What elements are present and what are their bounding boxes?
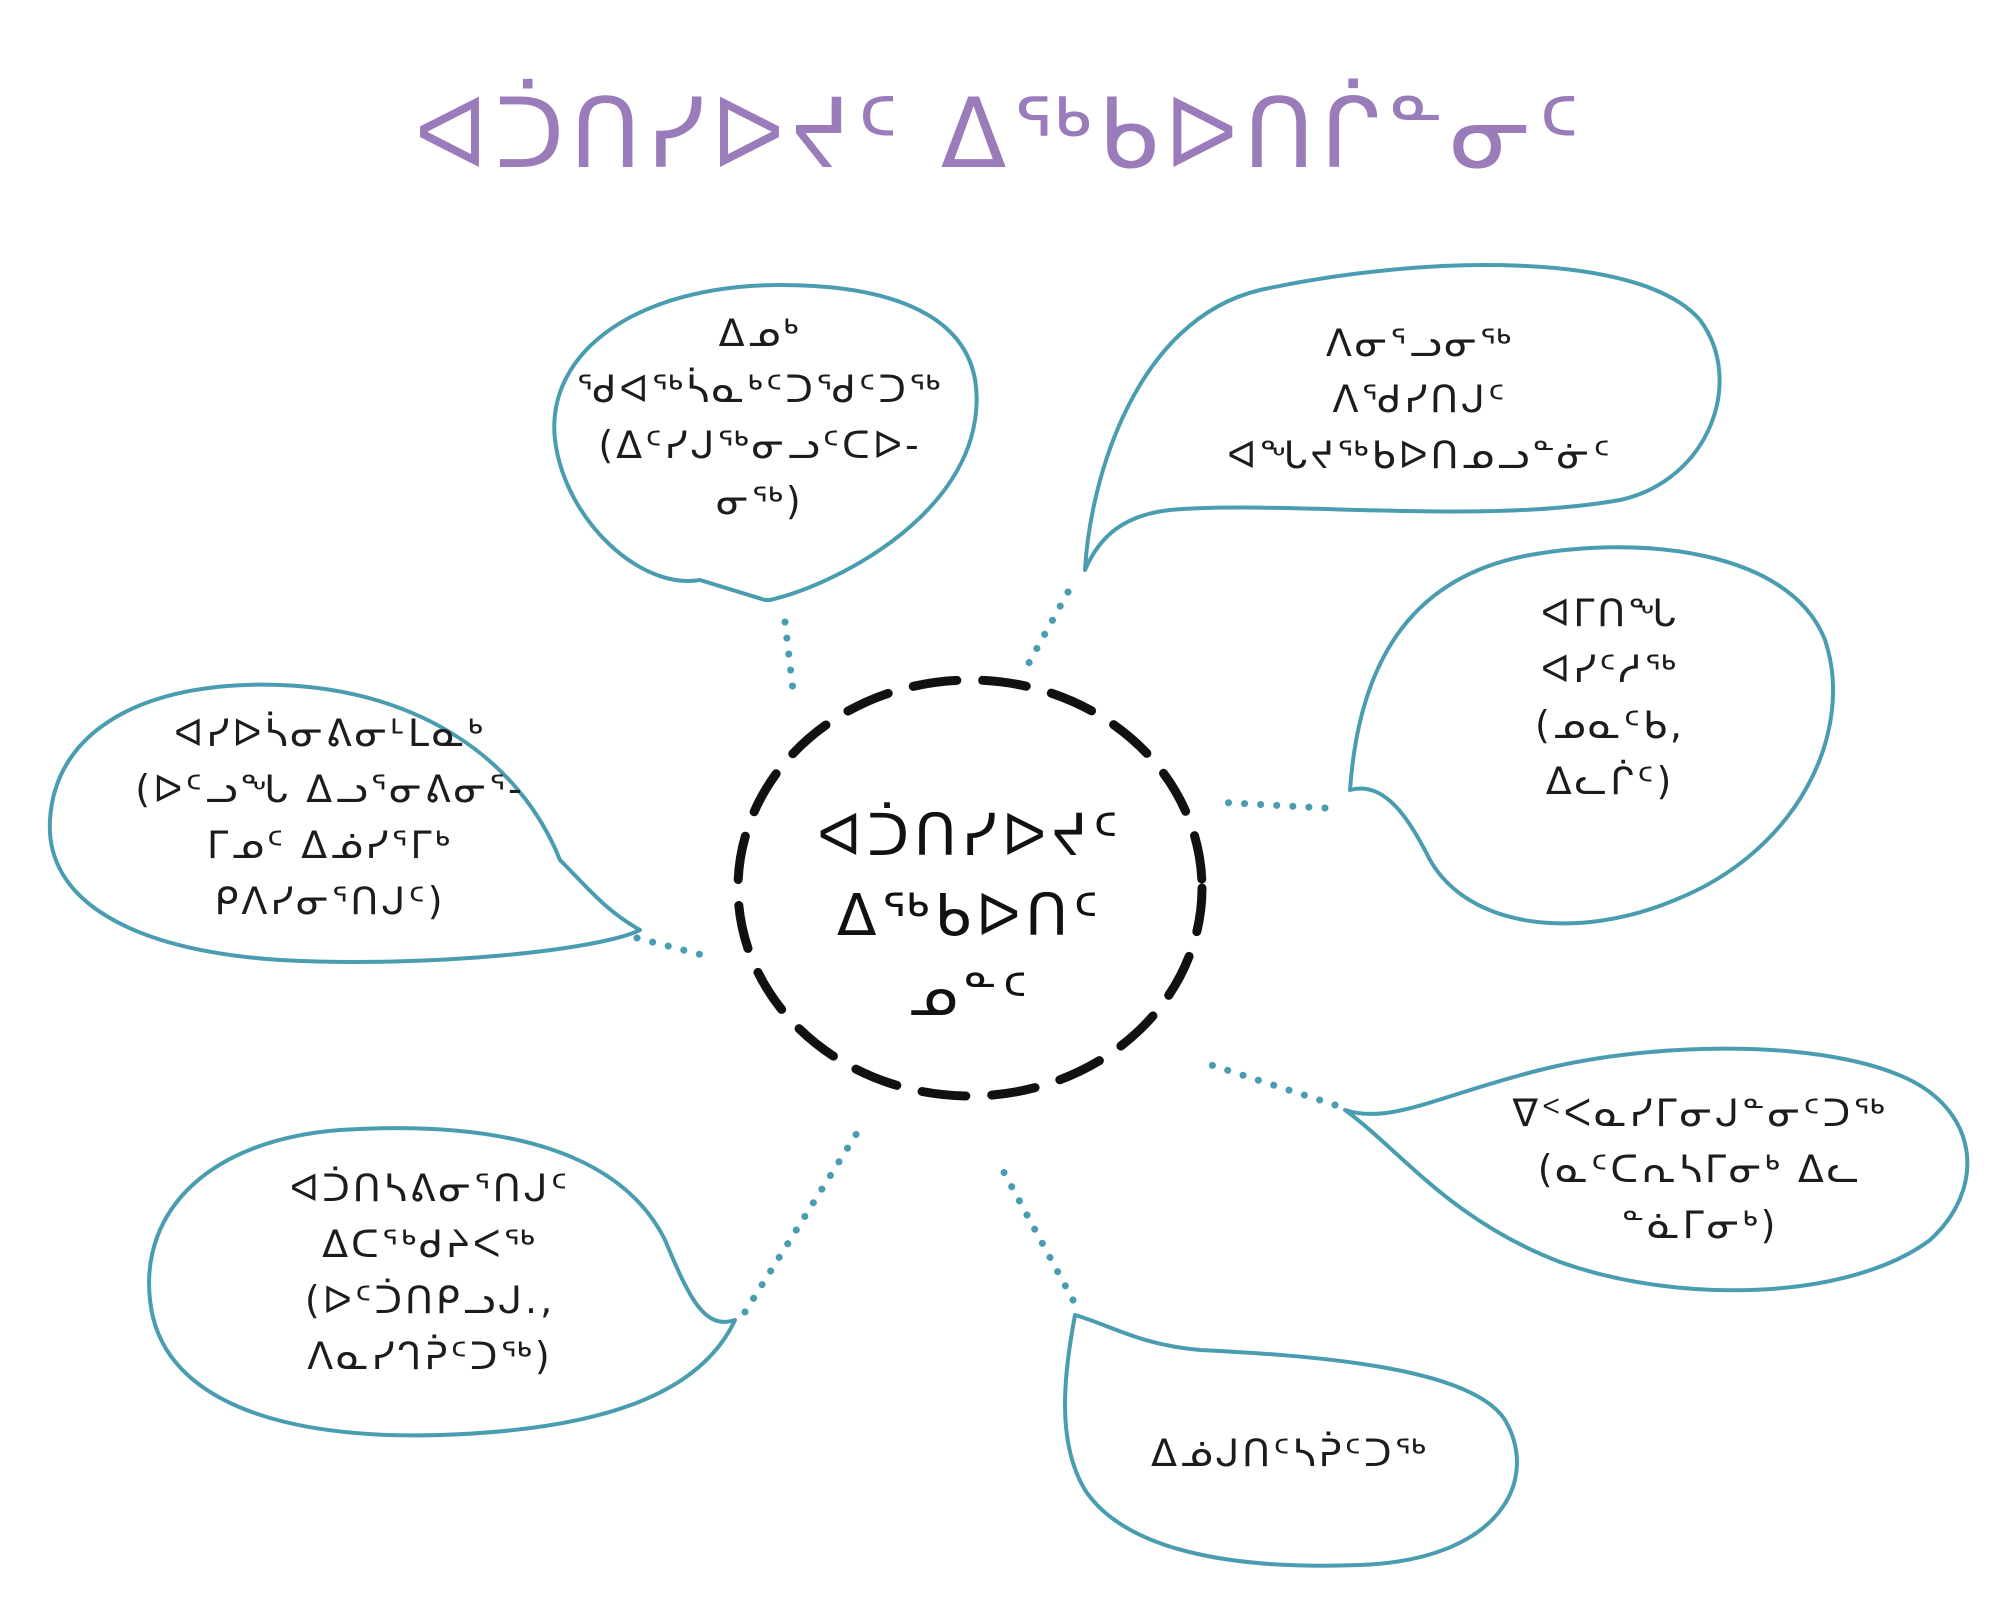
- bubble-left-outline: [47, 682, 642, 964]
- bubble-line: ᐱᖁᓯᑎᒍᑦ: [1332, 377, 1508, 421]
- bubble-bottom-right: ᐁᑉᐸᓇᓯᒥᓂᒍᓐᓂᑦᑐᖅ (ᓇᑦᑕᕆᓴᒥᓂᒃ ᐃᓚ ᓐᓈᒥᓂᒃ): [1440, 1085, 1960, 1253]
- bubble-line: ᓂᖅ): [716, 479, 804, 523]
- connector-bottom-left: [741, 1121, 866, 1316]
- center-line: ᐊᑑᑎᓯᐅᔪᑦ: [817, 801, 1123, 869]
- connector-top-right: [1021, 588, 1072, 674]
- bubble-top-right-outline: [1083, 263, 1722, 572]
- bubble-bottom-left: ᐊᑑᑎᓴᕕᓂᕐᑎᒍᑦ ᐃᑕᕐᒃᑯᔨᐸᖅ (ᐅᑦᑑᑎᑭᓗᒍ., ᐱᓇᓯᒉᕉᑦᑐᖅ): [170, 1160, 690, 1384]
- bubble-line: ᐱᓇᓯᒉᕉᑦᑐᖅ): [307, 1334, 553, 1378]
- bubble-bottom-left-outline: [147, 1126, 737, 1438]
- bubble-line: (ᐃᑦᓯᒍᖅᓂᓗᑦᑕᐅ-: [598, 423, 922, 467]
- bubble-line: ᑭᐱᓯᓂᕐᑎᒍᑦ): [214, 879, 446, 923]
- center-line: ᓄᓐᑦ: [907, 961, 1033, 1029]
- center-node-label: ᐊᑑᑎᓯᐅᔪᑦ ᐃᖅᑲᐅᑎᑦ ᓄᓐᑦ: [760, 795, 1180, 1035]
- connector-top-left: [781, 618, 797, 694]
- bubble-line: ᐱᓂᕐᓗᓂᖅ: [1325, 321, 1515, 365]
- bubble-line: (ᓄᓇᑦᑲ,: [1535, 703, 1685, 747]
- bubble-top-right: ᐱᓂᕐᓗᓂᖅ ᐱᖁᓯᑎᒍᑦ ᐊᖓᔪᖅᑲᐅᑎᓄᓗᓐᓃᑦ: [1160, 315, 1680, 483]
- bubble-line: ᐊᒥᑎᖓ: [1540, 591, 1680, 635]
- diagram-title: ᐊᑑᑎᓯᐅᔪᑦ ᐃᖅᑲᐅᑎᒌᓐᓂᑦ: [414, 78, 1586, 190]
- center-line: ᐃᖅᑲᐅᑎᑦ: [836, 881, 1104, 949]
- bubble-bottom-right-outline: [1343, 1046, 1970, 1293]
- bubble-right-outline: [1348, 545, 1835, 926]
- bubble-bottom-outline: [1063, 1313, 1519, 1568]
- connector-bottom: [996, 1161, 1077, 1304]
- bubble-line: ᐊᖓᔪᖅᑲᐅᑎᓄᓗᓐᓃᑦ: [1227, 433, 1613, 477]
- bubble-line: ᐃᑕᕐᒃᑯᔨᐸᖅ: [322, 1222, 538, 1266]
- bubble-line: ᐃᓚᒌᑦ): [1545, 759, 1675, 803]
- bubble-line: (ᐅᑦᑑᑎᑭᓗᒍ.,: [304, 1278, 556, 1322]
- bubble-line: (ᐅᑦᓗᖓ ᐃᓗᕐᓂᕕᓂᕐ-: [135, 767, 525, 811]
- bubble-line: ᓐᓈᒥᓂᒃ): [1621, 1203, 1779, 1247]
- bubble-line: ᖁᐊᖅᓵᓇᒃᑦᑐᖁᑦᑐᖅ: [576, 367, 944, 411]
- connector-left: [633, 934, 714, 961]
- bubble-top-left-outline: [552, 283, 979, 602]
- bubble-line: ᐊᓯᑦᓱᖅ: [1541, 647, 1679, 691]
- center-node: [733, 675, 1207, 1101]
- bubble-top-left: ᐃᓄᒃ ᖁᐊᖅᓵᓇᒃᑦᑐᖁᑦᑐᖅ (ᐃᑦᓯᒍᖅᓂᓗᑦᑕᐅ- ᓂᖅ): [560, 305, 960, 529]
- bubble-line: ᐁᑉᐸᓇᓯᒥᓂᒍᓐᓂᑦᑐᖅ: [1512, 1091, 1888, 1135]
- connector-right: [1211, 798, 1329, 812]
- bubble-line: ᐃᓅᒍᑎᑦᓴᕉᑦᑐᖅ: [1151, 1431, 1429, 1475]
- bubble-bottom: ᐃᓅᒍᑎᑦᓴᕉᑦᑐᖅ: [1090, 1425, 1490, 1481]
- connector-bottom-right: [1201, 1059, 1339, 1109]
- bubble-line: ᐊᑑᑎᓴᕕᓂᕐᑎᒍᑦ: [289, 1166, 571, 1210]
- bubble-line: ᐊᓯᐅᓵᓂᕕᓂᒻᒪᓇᒃ: [174, 711, 486, 755]
- bubble-right: ᐊᒥᑎᖓ ᐊᓯᑦᓱᖅ (ᓄᓇᑦᑲ, ᐃᓚᒌᑦ): [1450, 585, 1770, 809]
- bubble-line: ᐃᓄᒃ: [718, 311, 802, 355]
- bubble-left: ᐊᓯᐅᓵᓂᕕᓂᒻᒪᓇᒃ (ᐅᑦᓗᖓ ᐃᓗᕐᓂᕕᓂᕐ- ᒥᓄᑦ ᐃᓅᓯᕐᒥᒃ ᑭᐱ…: [60, 705, 600, 929]
- bubble-line: ᒥᓄᑦ ᐃᓅᓯᕐᒥᒃ: [207, 823, 453, 867]
- bubble-line: (ᓇᑦᑕᕆᓴᒥᓂᒃ ᐃᓚ: [1537, 1147, 1863, 1191]
